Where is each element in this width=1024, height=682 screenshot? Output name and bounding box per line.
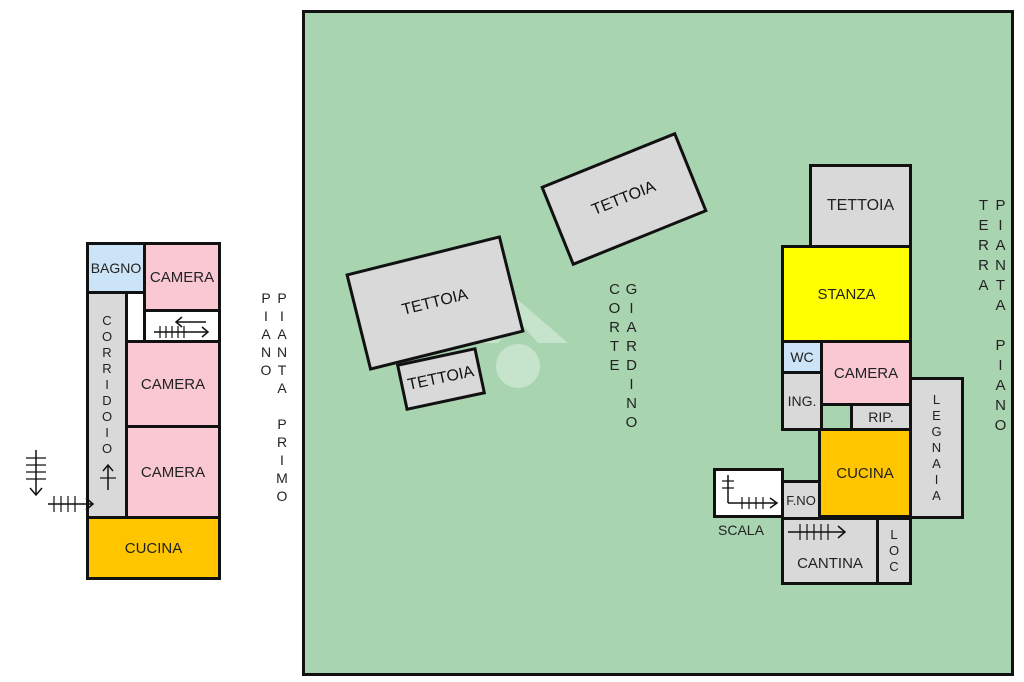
room-cucina-first: CUCINA <box>86 516 221 580</box>
room-tettoia-ground: TETTOIA <box>809 164 912 248</box>
room-stanza: STANZA <box>781 245 912 343</box>
room-fno: F.NO <box>781 480 821 520</box>
corridor-arrow-icon <box>100 463 116 490</box>
room-bagno: BAGNO <box>86 242 146 294</box>
tettoia-left-label: TETTOIA <box>400 286 470 319</box>
room-bagno-label: BAGNO <box>90 260 142 276</box>
room-camera-top-label: CAMERA <box>149 268 215 286</box>
stair-ground <box>713 468 784 518</box>
room-stanza-label: STANZA <box>817 285 876 303</box>
room-camera-ground-label: CAMERA <box>833 364 899 382</box>
external-stair-down-icon <box>26 450 46 497</box>
room-wc: WC <box>781 340 823 374</box>
tettoia-small-label: TETTOIA <box>406 363 476 394</box>
room-fno-label: F.NO <box>786 492 816 508</box>
room-camera-ground: CAMERA <box>820 340 912 406</box>
room-ing-label: ING. <box>787 393 817 409</box>
room-cucina-first-label: CUCINA <box>124 539 183 557</box>
garden-label: GIARDINO CORTE <box>606 281 640 433</box>
room-corridoio-label: CORRIDOIO <box>99 313 115 457</box>
room-cucina-ground-label: CUCINA <box>836 464 894 482</box>
room-wc-label: WC <box>790 349 814 365</box>
room-loc: LOC <box>876 517 912 585</box>
room-camera-low: CAMERA <box>125 425 221 519</box>
external-stair-right-icon <box>48 496 95 512</box>
room-camera-mid-label: CAMERA <box>140 375 206 393</box>
ground-floor-title: PIANTA PIANO TERRA <box>975 197 1009 437</box>
room-camera-low-label: CAMERA <box>140 463 206 481</box>
stair-arrows-icon <box>154 316 210 338</box>
tettoia-top-label: TETTOIA <box>589 178 659 220</box>
room-camera-top: CAMERA <box>143 242 221 312</box>
room-legnaia-label: LEGNAIA <box>929 392 944 504</box>
room-rip: RIP. <box>850 403 912 431</box>
room-rip-label: RIP. <box>868 409 894 425</box>
room-tettoia-ground-label: TETTOIA <box>826 197 895 214</box>
stair-ground-arrows-icon <box>722 475 779 509</box>
room-ing: ING. <box>781 371 823 431</box>
room-camera-mid: CAMERA <box>125 340 221 428</box>
cantina-stair-icon <box>788 524 847 540</box>
room-loc-label: LOC <box>886 527 902 575</box>
tettoia-top: TETTOIA <box>540 131 708 267</box>
first-floor-title: PIANTA PRIMO PIANO <box>258 290 290 506</box>
room-legnaia: LEGNAIA <box>909 377 964 519</box>
stair-first-floor <box>143 309 221 343</box>
scala-label: SCALA <box>718 522 764 538</box>
room-cantina-label: CANTINA <box>797 554 863 572</box>
room-cucina-ground: CUCINA <box>818 428 912 518</box>
room-corridoio: CORRIDOIO <box>86 291 128 519</box>
